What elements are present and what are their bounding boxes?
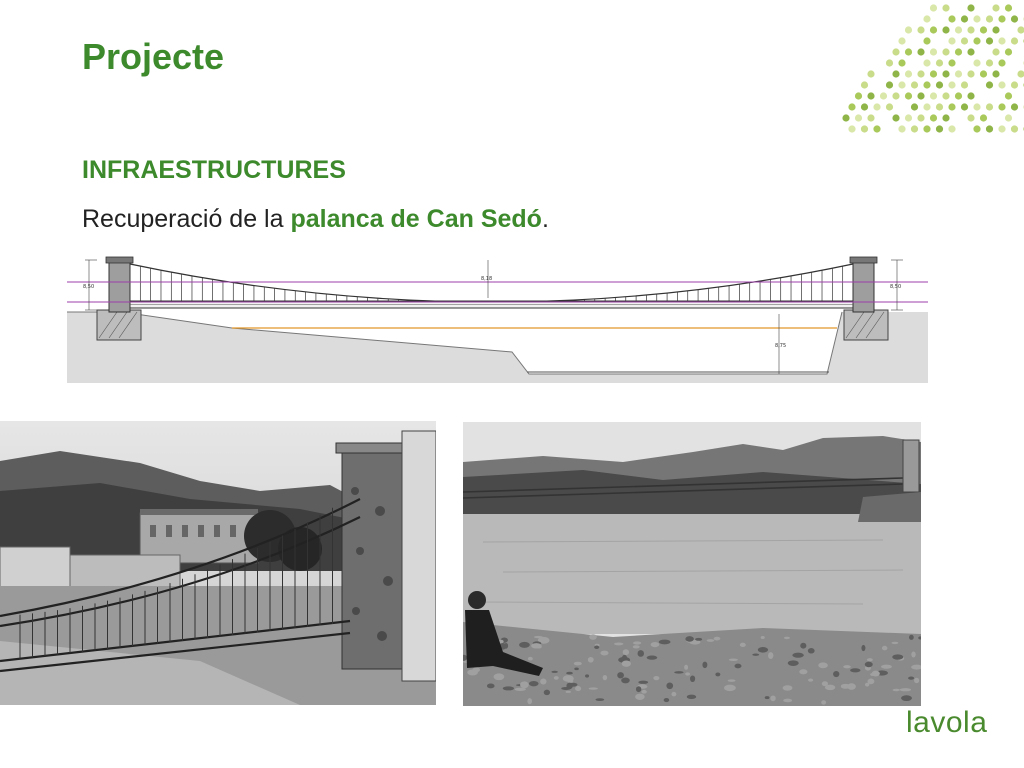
dim-label-depth: 8,75 [775,343,786,349]
dim-label-center: 8,18 [481,276,492,282]
slide-title: Projecte [82,36,224,78]
decorative-dot-pattern [836,0,1024,140]
body-text-prefix: Recuperació de la [82,205,290,233]
right-footing [844,310,888,340]
dim-label-left: 8,50 [83,284,94,290]
lavola-logo: lavola [906,706,987,740]
bridge-elevation-drawing: 8,50 8,18 8,50 8,75 [67,252,928,383]
body-text-highlight: palanca de Can Sedó [290,205,541,233]
dim-label-right: 8,50 [890,284,901,290]
left-tower [109,260,130,312]
body-text: Recuperació de la palanca de Can Sedó. [82,205,549,234]
body-text-suffix: . [542,205,549,233]
historical-photo-bridge-factory [0,421,436,705]
historical-photo-river-bridge [463,422,921,706]
section-heading: INFRAESTRUCTURES [82,156,346,185]
right-tower [853,260,874,312]
left-footing [97,310,141,340]
